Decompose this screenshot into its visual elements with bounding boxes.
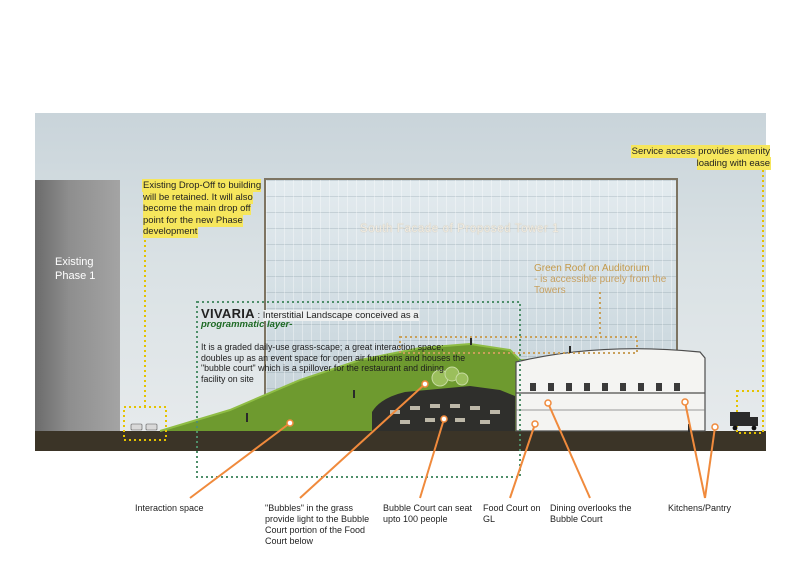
callout-dining: Dining overlooks the Bubble Court [550, 503, 632, 524]
callout-bubble-court: Bubble Court can seat upto 100 people [383, 503, 473, 524]
drop-off-note: Existing Drop-Off to building will be re… [143, 180, 262, 237]
people-silhouettes [246, 338, 690, 432]
vivaria-separator: : [254, 310, 263, 321]
vivaria-emphasis-line: programmatic layer- [201, 319, 461, 330]
callout-food-court: Food Court on GL [483, 503, 541, 524]
vivaria-emphasis: programmatic layer [201, 319, 290, 330]
bubble-court [372, 386, 515, 431]
vivaria-subtitle: Interstitial Landscape conceived as a [262, 310, 419, 321]
drop-off-dotted-box [123, 406, 167, 441]
dining-seats [530, 383, 680, 391]
vivaria-title: VIVARIA [201, 306, 255, 321]
callout-bubbles: "Bubbles" in the grass provide light to … [265, 503, 370, 546]
vivaria-description: It is a graded daily-use grass-scape; a … [201, 342, 466, 384]
vivaria-frame [196, 301, 521, 478]
existing-phase-label: Existing Phase 1 [55, 256, 96, 282]
grass-bubbles [431, 366, 469, 387]
auditorium-roof [515, 348, 706, 432]
green-roof-line-1: Green Roof on Auditorium [534, 263, 650, 274]
callout-dots [286, 380, 719, 431]
green-roof-dotted-box [399, 336, 638, 354]
vivaria-heading: VIVARIA : Interstitial Landscape conceiv… [201, 307, 481, 322]
callout-interaction-space: Interaction space [135, 503, 204, 513]
callout-kitchens: Kitchens/Pantry [668, 503, 732, 513]
tower-title: South Facade of Proposed Tower 1 [360, 223, 560, 235]
ground-line [35, 431, 766, 451]
callout-leaders [189, 383, 716, 499]
service-note: Service access provides amenity loading … [631, 146, 770, 169]
existing-phase-1-building [35, 180, 120, 431]
service-truck [730, 412, 758, 431]
drop-off-cars [130, 423, 158, 431]
vivaria-emphasis-tail: - [289, 319, 293, 330]
green-roof-line-2: - is accessible purely from the Towers [534, 274, 667, 296]
green-roof-note: Green Roof on Auditorium - is accessible… [534, 263, 674, 296]
